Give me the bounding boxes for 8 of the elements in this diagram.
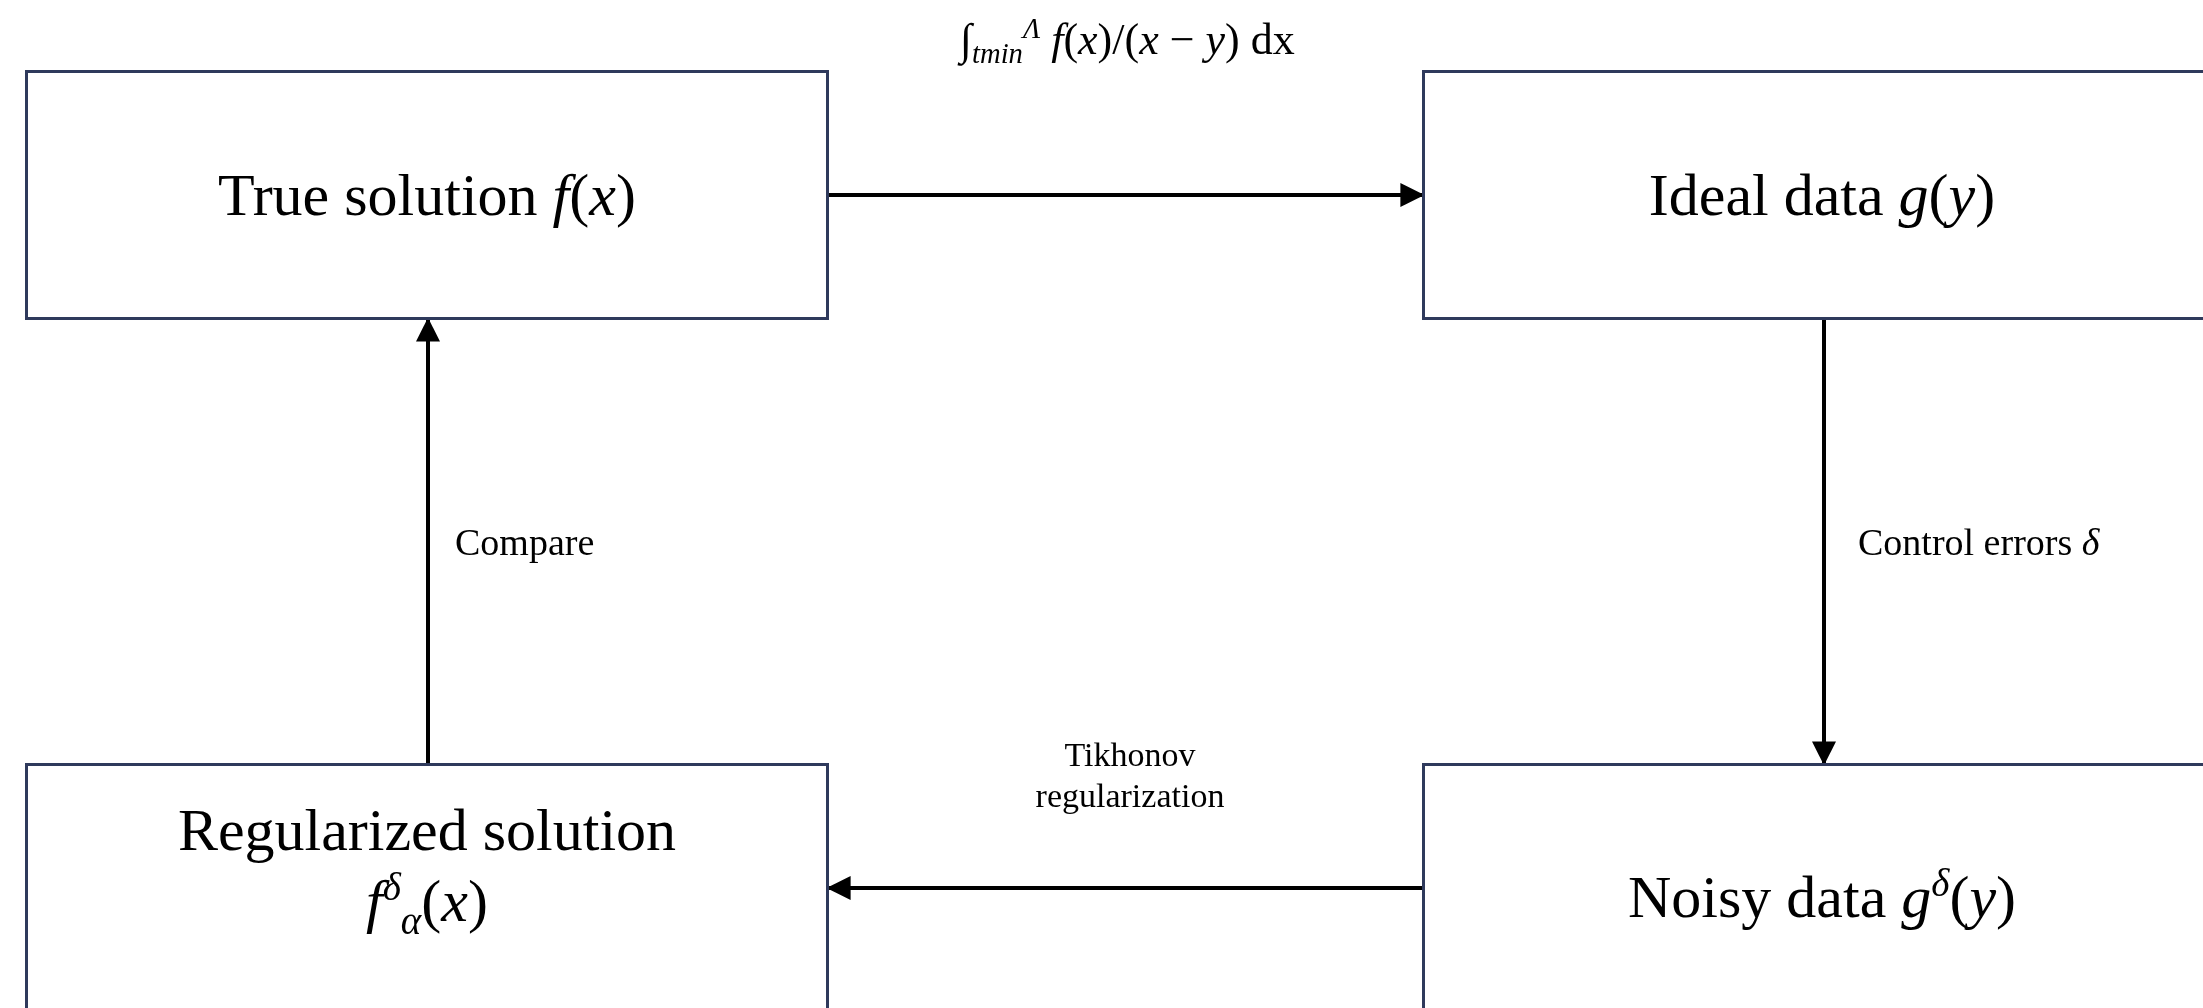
box-label: Ideal data g(y) xyxy=(1648,160,1996,230)
box-label: True solution f(x) xyxy=(218,160,636,230)
process-box xyxy=(1422,763,2203,1008)
process-box xyxy=(1422,70,2203,320)
process-box xyxy=(25,763,829,1008)
box-label: Noisy data g$^{δ}$(y) xyxy=(1628,861,2016,932)
box-label: Regularized solution f$^{δ}$$_{α}$(x) xyxy=(176,796,678,944)
process-box xyxy=(25,70,829,320)
